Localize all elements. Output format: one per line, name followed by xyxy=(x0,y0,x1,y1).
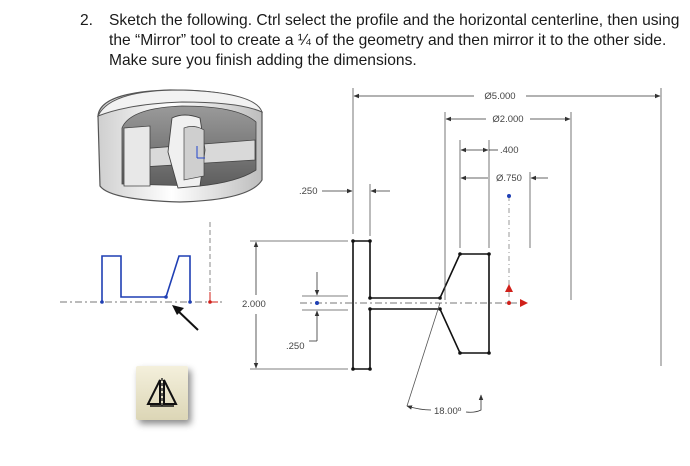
dim-height-2000[interactable]: 2.000 xyxy=(242,299,266,310)
main-drawing: Ø5.000 Ø2.000 .400 Ø.750 .250 2.000 .250… xyxy=(242,88,662,417)
section-profile xyxy=(352,240,490,370)
dim-top-250[interactable]: .250 xyxy=(299,186,318,197)
pointer-arrow-icon xyxy=(172,305,184,315)
dim-width-400[interactable]: .400 xyxy=(500,145,519,156)
dim-angle-18[interactable]: 18.00º xyxy=(434,406,462,417)
dim-diameter-5000[interactable]: Ø5.000 xyxy=(484,91,515,102)
quarter-profile xyxy=(101,255,191,302)
instruction-paragraph: 2. Sketch the following. Ctrl select the… xyxy=(80,11,680,71)
mirror-entities-tool-icon[interactable] xyxy=(136,366,188,420)
mirror-icon-glyph xyxy=(146,378,178,408)
step-number: 2. xyxy=(80,12,94,29)
revolved-part-3d-icon xyxy=(97,89,263,203)
quarter-profile-sketch-icon xyxy=(60,222,222,331)
origin-marker-icon xyxy=(505,284,528,307)
dim-diameter-2000[interactable]: Ø2.000 xyxy=(492,114,523,125)
dim-diameter-750[interactable]: Ø.750 xyxy=(496,173,522,184)
instruction-text: Sketch the following. Ctrl select the pr… xyxy=(109,12,680,69)
dim-bottom-250[interactable]: .250 xyxy=(286,341,305,352)
